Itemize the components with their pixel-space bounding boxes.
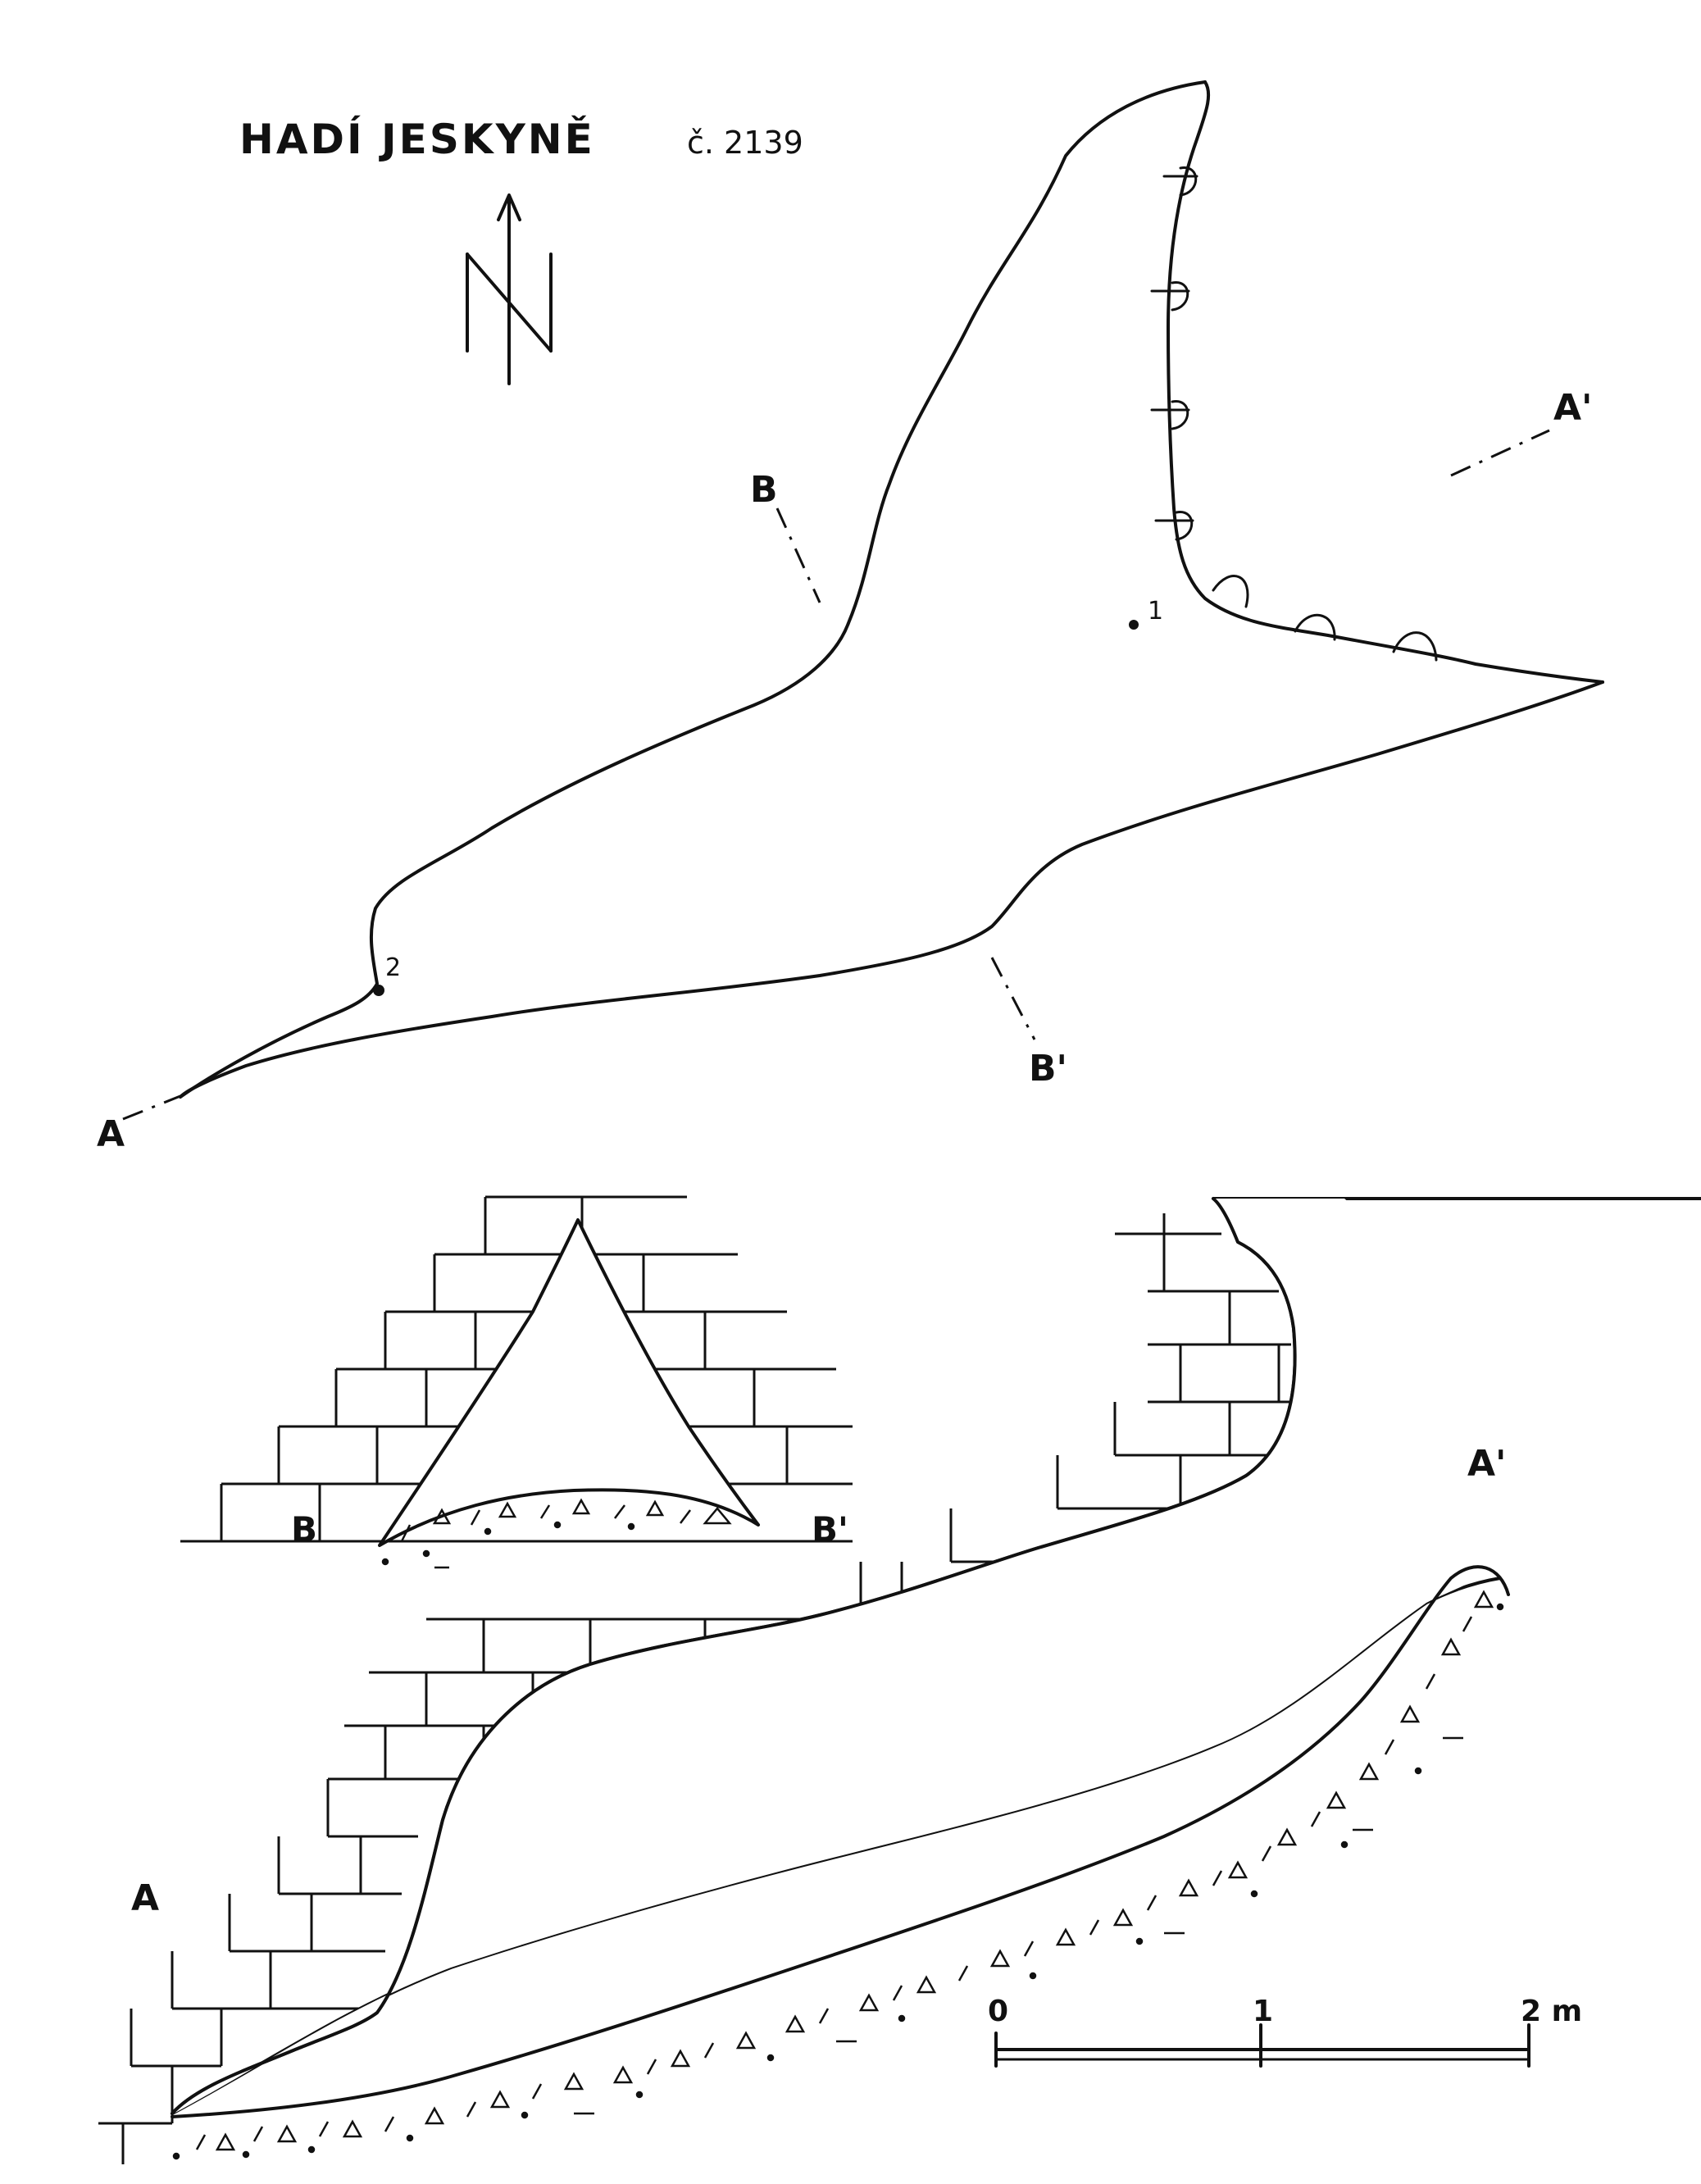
overhang-marks [1150, 166, 1438, 662]
plan-outline-south-wall [179, 680, 1604, 1099]
plan-label-a-prime: A' [1553, 387, 1593, 429]
longitudinal-section-interior [174, 1199, 1517, 2113]
section-b-label: B [291, 1509, 317, 1549]
longitudinal-label-a: A [131, 1877, 159, 1919]
north-arrow-icon [466, 193, 553, 385]
section-line-b-prime [990, 957, 1036, 1040]
plan-outline-west-wall [179, 80, 1207, 1099]
section-line-b [775, 507, 821, 603]
rubble-floor-a [172, 1590, 1504, 2160]
longitudinal-label-a-prime: A' [1467, 1443, 1507, 1485]
longitudinal-section-floor [171, 1565, 1510, 2118]
cross-section-b: B B' [180, 1195, 853, 1569]
cross-section-b-outline [378, 1218, 760, 1547]
scale-tick-2: 2 m [1521, 1995, 1582, 2028]
plan-view: 1 2 A A' B B' [97, 80, 1604, 1155]
plan-label-b-prime: B' [1029, 1048, 1067, 1090]
section-line-a-prime [1450, 429, 1550, 477]
survey-point-2 [373, 985, 384, 996]
survey-point-1-label: 1 [1148, 597, 1163, 626]
north-label: N [0, 0, 1, 1]
scale-tick-0: 0 [988, 1995, 1008, 2028]
plan-label-b: B [750, 469, 778, 511]
scale-bar: 0 1 2 m [988, 1995, 1582, 2068]
cave-number: č. 2139 [687, 125, 803, 161]
rubble-floor-b [381, 1498, 732, 1569]
plan-outline-east-wall [1167, 80, 1604, 684]
longitudinal-section-a: A A' [98, 1197, 1701, 2164]
section-b-prime-label: B' [812, 1509, 848, 1549]
plan-label-a: A [97, 1113, 125, 1155]
drawing-title: HADÍ JESKYNĚ [239, 115, 595, 163]
survey-point-2-label: 2 [385, 953, 401, 982]
section-line-a [122, 1093, 185, 1121]
scale-tick-1: 1 [1253, 1995, 1273, 2028]
survey-point-1 [1129, 620, 1139, 630]
